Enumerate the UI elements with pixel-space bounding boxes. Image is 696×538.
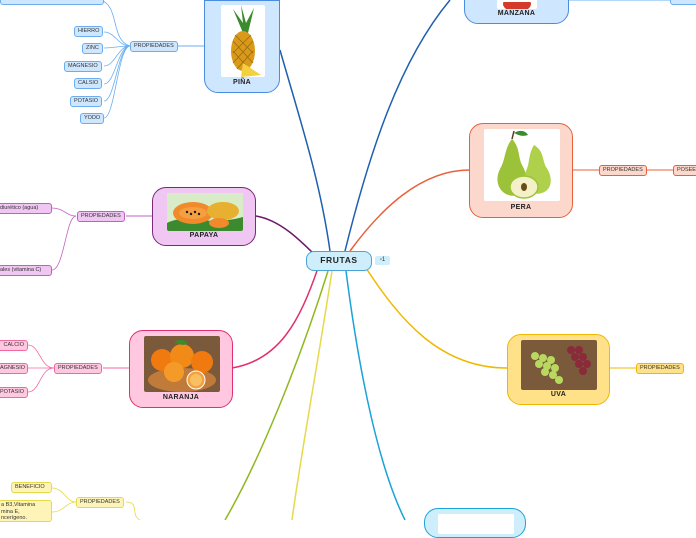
pina-item-hierro[interactable]: HIERRO bbox=[74, 26, 104, 37]
topic-label: PERA bbox=[510, 204, 532, 211]
pina-item-yodo[interactable]: YODO bbox=[80, 113, 105, 124]
pina-item-magnesio[interactable]: MAGNESIO bbox=[64, 61, 102, 72]
papaya-item-vitamina-c[interactable]: ales (vitamina C) bbox=[0, 265, 52, 276]
papaya-propiedades[interactable]: PROPIEDADES bbox=[77, 211, 125, 222]
manzana-child-cutoff[interactable] bbox=[670, 0, 696, 5]
naranja-item-potasio[interactable]: POTASIO bbox=[0, 387, 28, 398]
branch-naranja bbox=[231, 267, 319, 369]
comment-icon: ▫ bbox=[379, 257, 382, 263]
topic-manzana[interactable]: MANZANA bbox=[464, 0, 569, 24]
bottom-beneficio[interactable]: BENEFICIO bbox=[11, 482, 52, 493]
bottom-text-line-2: mina E, bbox=[1, 508, 20, 515]
pera-posee[interactable]: POSEE bbox=[673, 165, 696, 176]
naranja-item-magnesio[interactable]: AGNESIO bbox=[0, 363, 28, 374]
pina-propiedades[interactable]: PROPIEDADES bbox=[130, 41, 178, 52]
bottom-text-line-1: a B3,Vitamina bbox=[1, 502, 36, 508]
topic-papaya[interactable]: PAPAYA bbox=[152, 187, 256, 246]
pina-item-calsio[interactable]: CALSIO bbox=[74, 78, 103, 89]
branch-cyan bbox=[345, 270, 406, 520]
bottom-vitamins-text[interactable]: a B3,Vitamina mina E, ncerígeno. bbox=[0, 500, 52, 522]
papaya-item-diuretico[interactable]: diurético (agua) bbox=[0, 203, 52, 214]
topic-pina[interactable]: PIÑA bbox=[204, 0, 280, 93]
branch-pina bbox=[279, 49, 331, 252]
pina-item-potasio[interactable]: POTASIO bbox=[70, 96, 103, 107]
bottom-text-line-3: ncerígeno. bbox=[1, 515, 27, 521]
topic-bottom-cyan[interactable] bbox=[424, 508, 526, 538]
pear-image bbox=[484, 129, 560, 201]
topic-label: MANZANA bbox=[497, 10, 536, 17]
pera-propiedades[interactable]: PROPIEDADES bbox=[599, 165, 647, 176]
topic-naranja[interactable]: NARANJA bbox=[129, 330, 233, 408]
pina-item-top-cutoff[interactable] bbox=[0, 0, 104, 5]
papaya-image bbox=[167, 193, 243, 231]
grapes-image bbox=[521, 340, 597, 390]
naranja-propiedades[interactable]: PROPIEDADES bbox=[54, 363, 102, 374]
apple-image bbox=[497, 0, 537, 9]
topic-label: NARANJA bbox=[162, 394, 200, 401]
topic-pera[interactable]: PERA bbox=[469, 123, 573, 218]
naranja-item-calcio[interactable]: CALCIO bbox=[0, 340, 28, 351]
topic-label: PAPAYA bbox=[189, 232, 219, 239]
pineapple-image bbox=[221, 5, 265, 77]
bottom-fruit-image bbox=[438, 514, 514, 534]
branch-manzana bbox=[344, 0, 451, 252]
orange-image bbox=[144, 336, 220, 392]
branch-olive bbox=[224, 270, 329, 520]
central-topic-frutas[interactable]: FRUTAS bbox=[306, 251, 372, 271]
bottom-propiedades[interactable]: PROPIEDADES bbox=[76, 497, 124, 508]
uva-propiedades[interactable]: PROPIEDADES bbox=[636, 363, 684, 374]
branch-pera bbox=[349, 169, 471, 252]
branch-yellow bbox=[291, 270, 333, 520]
mindmap-connectors bbox=[27, 0, 673, 520]
topic-uva[interactable]: UVA bbox=[507, 334, 610, 405]
branch-uva bbox=[365, 267, 508, 369]
topic-label: PIÑA bbox=[233, 79, 251, 86]
topic-label: UVA bbox=[550, 391, 567, 398]
comment-badge[interactable]: ▫1 bbox=[375, 256, 390, 265]
comment-count: 1 bbox=[381, 257, 386, 263]
pina-item-zinc[interactable]: ZINC bbox=[82, 43, 103, 54]
